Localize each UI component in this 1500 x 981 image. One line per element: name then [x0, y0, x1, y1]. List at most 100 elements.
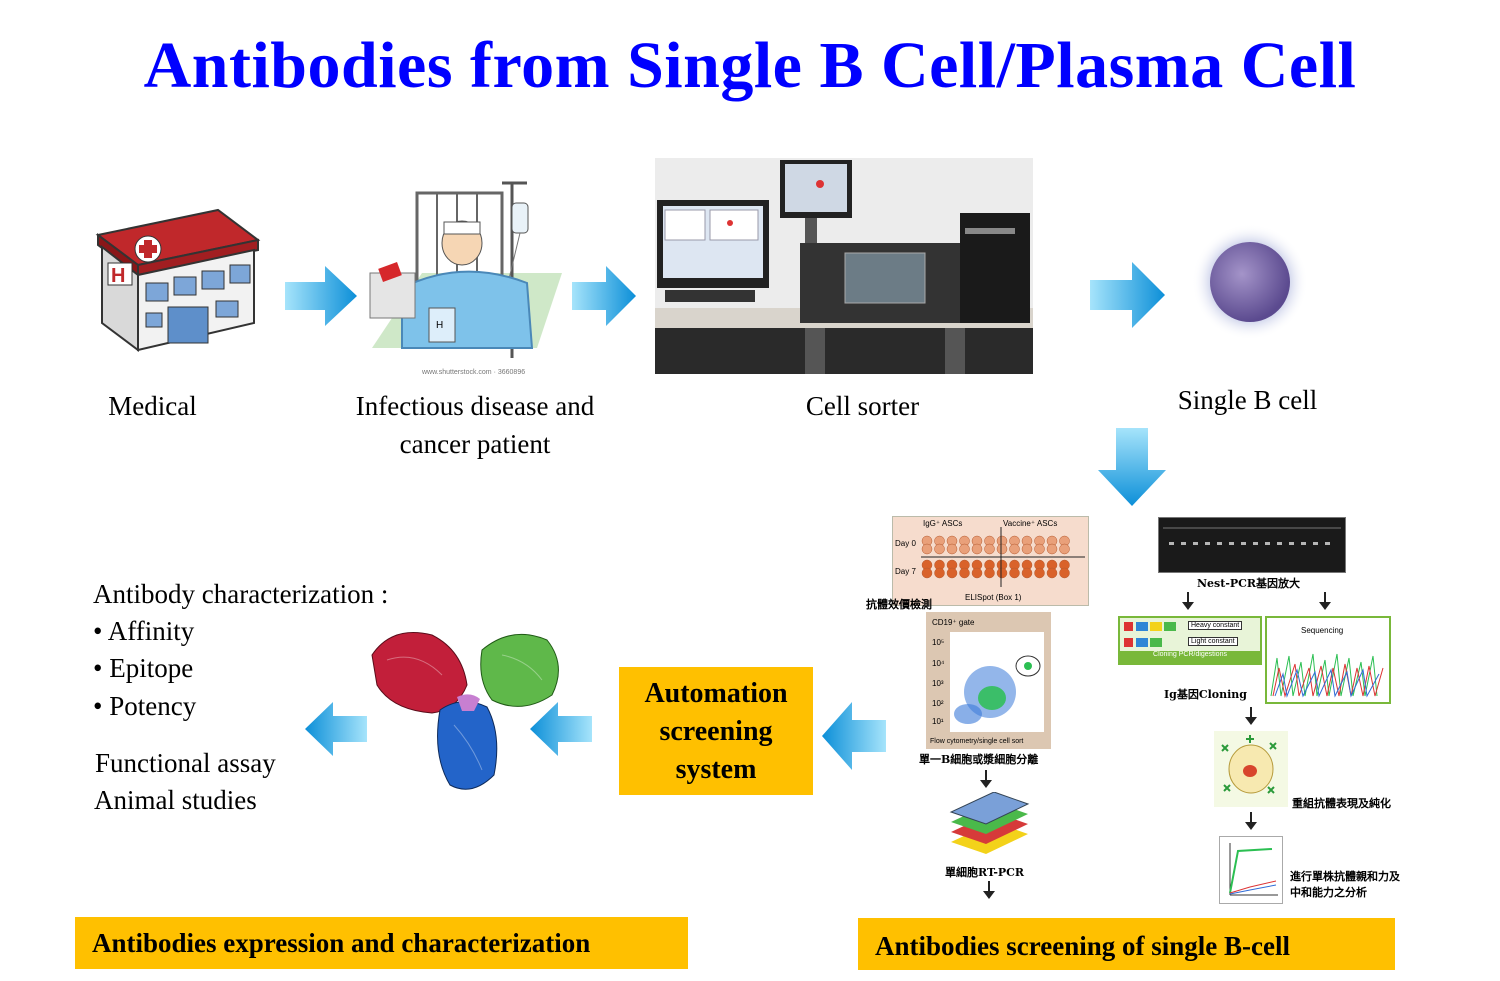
affinity-analysis-chart: [1219, 836, 1283, 904]
elispot-well: [1009, 543, 1020, 555]
elispot-well: [1034, 567, 1045, 579]
sort-label: 單一B細胞或漿細胞分離: [919, 753, 1039, 766]
characterization-item-epitope: • Epitope: [93, 653, 194, 683]
heavy-constant-label: Heavy constant: [1188, 621, 1243, 630]
down-arrow-icon: [1244, 812, 1258, 830]
elispot-caption: ELISpot (Box 1): [965, 593, 1022, 602]
automation-line3: system: [675, 754, 757, 785]
antibody-structure-image: [362, 625, 572, 800]
flow-arrow-left-3: [822, 702, 886, 770]
flow-tick-3: 10³: [932, 679, 944, 688]
expression-label: 重組抗體表現及純化: [1292, 797, 1391, 810]
elispot-well: [959, 567, 970, 579]
functional-assay-label: Functional assay: [95, 748, 276, 778]
elispot-well: [1021, 543, 1033, 555]
flow-cytometry-panel: CD19⁺ gate 10⁵ 10⁴ 10³ 10² 10¹ Flow cyto…: [926, 612, 1051, 749]
cell-sorter-image: [655, 158, 1033, 374]
flow-arrow-right-3: [1090, 262, 1165, 328]
flow-arrow-left-1: [305, 702, 367, 756]
cloning-caption: Cloning PCR/digestions: [1120, 651, 1260, 663]
elispot-well: [996, 543, 1008, 555]
elispot-panel: IgG⁺ ASCs Vaccine⁺ ASCs Day 0 Day 7 ELIS…: [892, 516, 1089, 606]
elispot-well: [1021, 567, 1033, 579]
flow-arrow-down: [1098, 428, 1166, 506]
elispot-well: [921, 543, 933, 555]
elispot-col1-label: IgG⁺ ASCs: [923, 519, 963, 528]
elispot-well: [1046, 543, 1058, 555]
animal-studies-label: Animal studies: [94, 785, 257, 815]
svg-text:H: H: [436, 320, 443, 331]
elispot-well: [934, 543, 945, 555]
caption-patient-line1: Infectious disease and: [355, 391, 595, 421]
gel-electrophoresis-image: [1158, 517, 1346, 573]
b-cell-image: [1188, 222, 1313, 342]
sequencing-panel: Sequencing: [1265, 616, 1391, 704]
caption-cell-sorter: Cell sorter: [805, 391, 920, 421]
characterization-heading: Antibody characterization :: [93, 579, 389, 609]
flow-plot-area: [950, 632, 1044, 732]
elispot-well: [946, 567, 958, 579]
elispot-well: [1046, 567, 1058, 579]
flow-arrow-right-2: [572, 266, 636, 326]
elispot-well: [984, 543, 995, 555]
analysis-label-line2: 中和能力之分析: [1290, 886, 1367, 899]
characterization-item-potency: • Potency: [93, 691, 197, 721]
svg-text:www.shutterstock.com · 3660896: www.shutterstock.com · 3660896: [421, 369, 525, 376]
elispot-col2-label: Vaccine⁺ ASCs: [1003, 519, 1058, 528]
ig-cloning-label: Ig基因Cloning: [1164, 688, 1247, 701]
j-segment-icon: [1150, 638, 1162, 647]
down-arrow-icon: [1244, 707, 1258, 725]
expression-cell-image: [1214, 731, 1288, 807]
down-arrow-icon: [1318, 592, 1332, 610]
elispot-well: [1059, 543, 1070, 555]
nestpcr-label: Nest-PCR基因放大: [1197, 577, 1301, 590]
elispot-well: [1034, 543, 1045, 555]
flow-tick-4: 10²: [932, 699, 944, 708]
footer-expression-box: Antibodies expression and characterizati…: [75, 917, 688, 969]
elispot-row1-label: Day 0: [895, 539, 916, 548]
caption-patient-line2: cancer patient: [399, 429, 551, 459]
elispot-well: [934, 567, 945, 579]
flow-tick-1: 10⁵: [932, 638, 945, 647]
caption-single-b-cell: Single B cell: [1177, 385, 1318, 415]
elispot-well: [959, 543, 970, 555]
page-title: Antibodies from Single B Cell/Plasma Cel…: [143, 29, 1357, 102]
v-segment-icon: [1136, 622, 1148, 631]
characterization-item-affinity: • Affinity: [93, 616, 195, 646]
elispot-well: [946, 543, 958, 555]
elispot-label: 抗體效價檢測: [866, 598, 932, 611]
footer-screening-label: Antibodies screening of single B-cell: [875, 931, 1290, 961]
automation-screening-box: Automation screening system: [619, 667, 813, 795]
automation-line1: Automation: [644, 678, 788, 709]
sequencing-label: Sequencing: [1301, 626, 1344, 635]
elispot-well: [921, 567, 933, 579]
elispot-well: [984, 567, 995, 579]
elispot-well: [996, 567, 1008, 579]
footer-screening-box: Antibodies screening of single B-cell: [858, 918, 1395, 970]
patient-illustration: H www.shutterstock.com · 3660896: [362, 178, 572, 378]
j-segment-icon: [1164, 622, 1176, 631]
flow-arrow-left-2: [530, 702, 592, 756]
flow-gate-label: CD19⁺ gate: [932, 618, 975, 627]
analysis-label-line1: 進行單株抗體親和力及: [1290, 870, 1400, 883]
rtpcr-label: 單細胞RT-PCR: [945, 866, 1025, 879]
elispot-well: [1059, 567, 1070, 579]
d-segment-icon: [1150, 622, 1162, 631]
flow-caption: Flow cytometry/single cell sort: [930, 738, 1024, 745]
svg-text:H: H: [111, 265, 125, 287]
v-segment-icon: [1136, 638, 1148, 647]
flow-tick-2: 10⁴: [932, 659, 945, 668]
elispot-well: [971, 567, 983, 579]
elispot-well: [971, 543, 983, 555]
down-arrow-icon: [982, 881, 996, 899]
flow-tick-5: 10¹: [932, 717, 944, 726]
elispot-well: [1009, 567, 1020, 579]
light-constant-label: Light constant: [1188, 637, 1238, 646]
vector-marker-icon: [1124, 622, 1133, 631]
cloning-panel: Heavy constant Light constant Cloning PC…: [1118, 616, 1262, 665]
footer-expression-label: Antibodies expression and characterizati…: [92, 928, 591, 958]
caption-medical: Medical: [108, 391, 197, 421]
hospital-icon: H: [88, 205, 263, 355]
elispot-row2-label: Day 7: [895, 567, 916, 576]
flow-arrow-right-1: [285, 266, 357, 326]
